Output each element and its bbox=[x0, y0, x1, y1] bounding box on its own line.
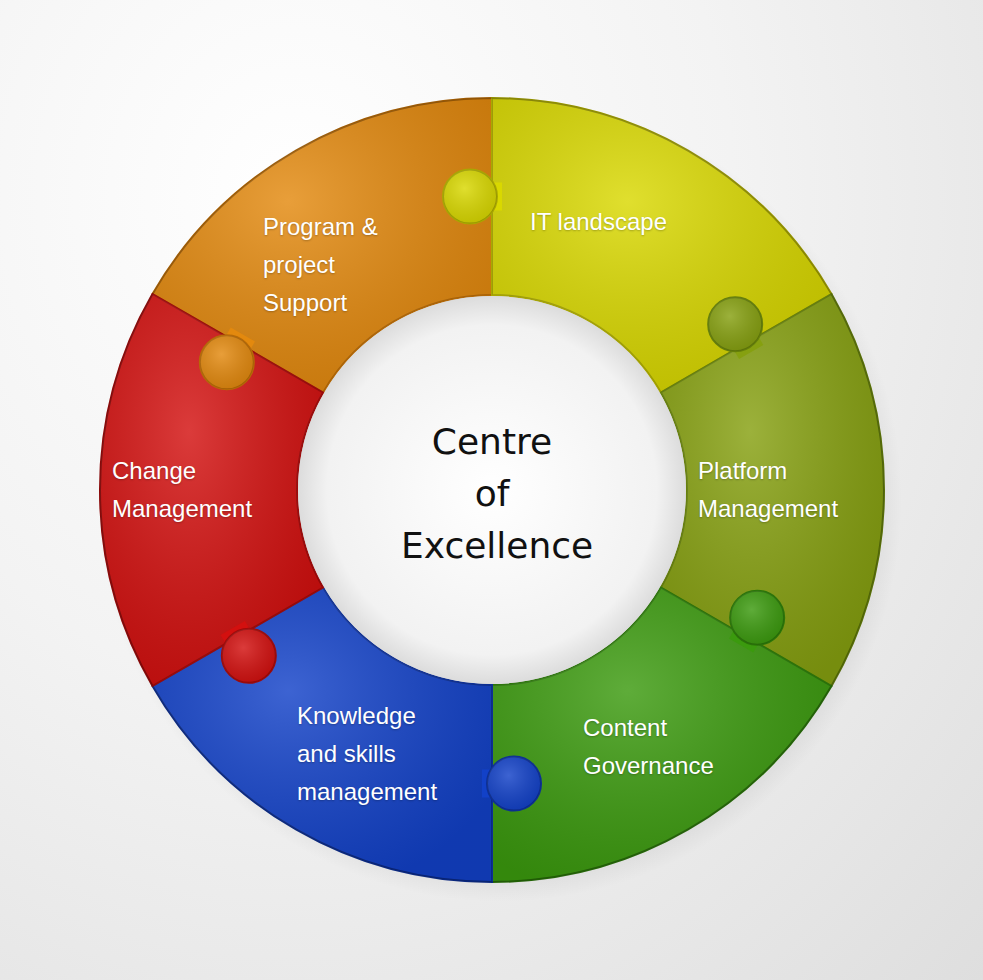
puzzle-label-box: Platform Management bbox=[698, 452, 873, 528]
segment-label: Platform Management bbox=[698, 452, 873, 528]
segment-label: Knowledge and skills management bbox=[297, 697, 452, 811]
puzzle-knob bbox=[222, 629, 276, 683]
diagram-title: Centre of Excellence bbox=[401, 416, 583, 572]
knob-shading bbox=[443, 170, 497, 224]
puzzle-piece bbox=[100, 294, 323, 686]
segment-label: Change Management bbox=[112, 452, 287, 528]
puzzle-knob bbox=[200, 335, 254, 389]
ring-shadow bbox=[98, 98, 902, 902]
puzzle-label-box: Knowledge and skills management bbox=[297, 697, 452, 811]
puzzle-label-box: Change Management bbox=[112, 452, 287, 528]
knob-shading bbox=[708, 297, 762, 351]
segment-label: Content Governance bbox=[583, 709, 753, 785]
puzzle-knob bbox=[730, 591, 784, 645]
puzzle-knob bbox=[708, 297, 762, 351]
knob-shading bbox=[200, 335, 254, 389]
knob-shading bbox=[730, 591, 784, 645]
puzzle-label-box: Content Governance bbox=[583, 709, 753, 785]
piece-shading bbox=[100, 294, 323, 686]
centre-hole bbox=[298, 296, 686, 684]
puzzle-label-box: Program & project Support bbox=[263, 208, 413, 322]
puzzle-label-box: IT landscape bbox=[530, 203, 730, 241]
segment-label: Program & project Support bbox=[263, 208, 413, 322]
puzzle-knob bbox=[443, 170, 497, 224]
puzzle-knob bbox=[487, 757, 541, 811]
knob-shading bbox=[222, 629, 276, 683]
segment-label: IT landscape bbox=[530, 203, 730, 241]
knob-shading bbox=[487, 757, 541, 811]
ring-rim bbox=[100, 98, 884, 882]
